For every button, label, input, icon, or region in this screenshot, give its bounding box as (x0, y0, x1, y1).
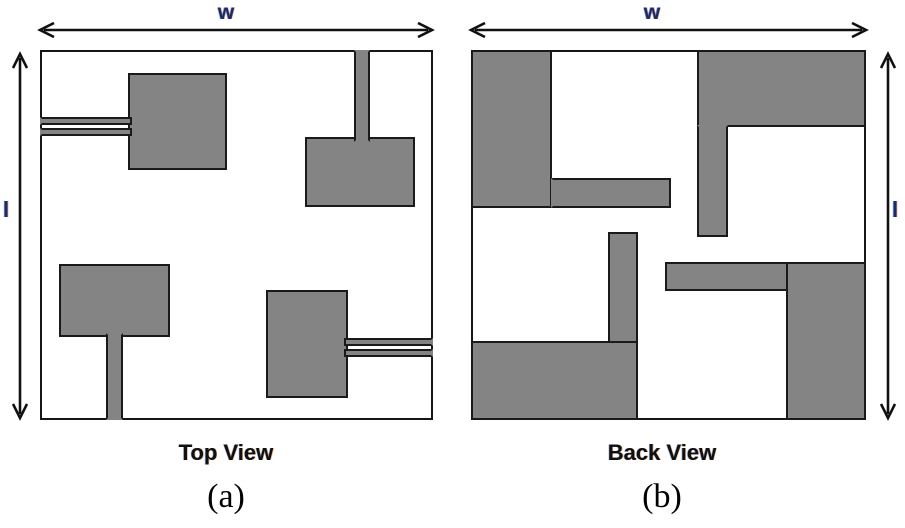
lower-left-block (471, 341, 638, 420)
center-small-stub (608, 232, 638, 344)
bottom-right-feed-lower (344, 349, 433, 357)
bottom-right-patch (266, 290, 348, 398)
lower-right-horizontal-arm (665, 262, 788, 291)
top-left-feed-line-lower (40, 128, 132, 136)
bottom-left-feed-stub (106, 333, 123, 420)
view-caption-b: Back View (607, 440, 717, 465)
width-dimension-arrow-b (467, 22, 870, 38)
top-left-patch (128, 73, 227, 170)
lower-right-vertical-block (786, 262, 866, 420)
length-label-a: l (3, 197, 10, 222)
length-dimension-arrow-a (12, 50, 28, 422)
upper-right-horizontal-band (697, 50, 866, 127)
top-left-feed-line-upper (40, 117, 132, 125)
sub-caption-b: (b) (642, 478, 682, 515)
top-right-patch (305, 137, 415, 207)
panel-back-view: w l B (452, 0, 905, 528)
upper-left-vertical-block (471, 50, 552, 208)
width-label-a: w (217, 1, 235, 24)
panel-top-view: w l (0, 0, 452, 528)
top-right-feed-stub (354, 50, 370, 142)
view-caption-a: Top View (178, 440, 274, 465)
length-dimension-arrow-b (880, 50, 896, 422)
bottom-left-patch (59, 264, 170, 337)
length-label-b: l (892, 197, 899, 222)
width-dimension-arrow-a (36, 22, 436, 38)
sub-caption-a: (a) (207, 478, 245, 515)
substrate-board-top-view (40, 50, 433, 420)
bottom-right-feed-upper (344, 338, 433, 346)
width-label-b: w (643, 1, 661, 24)
upper-right-vertical-arm (697, 125, 728, 237)
upper-left-horizontal-arm (551, 178, 671, 208)
